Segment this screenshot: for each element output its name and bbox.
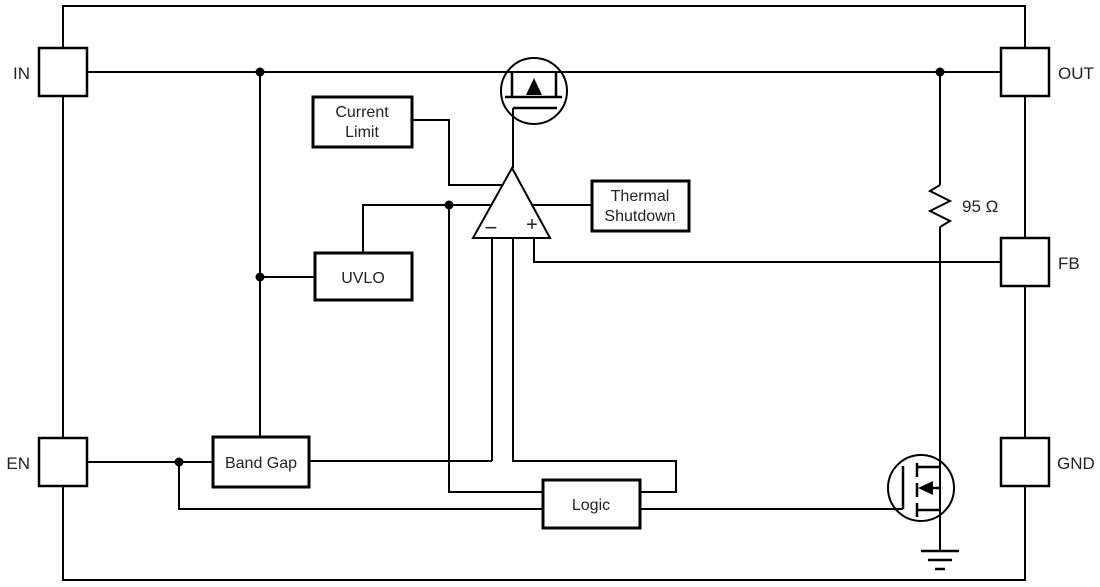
- wire-logic-to-amp: [512, 238, 677, 493]
- wire-uvlo-output: [362, 204, 491, 253]
- wire-fb-sense: [533, 238, 1020, 263]
- resistor-icon: [927, 184, 953, 228]
- pin-out-label: OUT: [1058, 64, 1094, 83]
- amp-plus-label: +: [526, 214, 538, 236]
- pin-in: IN: [13, 46, 89, 98]
- pin-fb: FB: [999, 236, 1080, 288]
- pin-en: EN: [6, 436, 89, 488]
- logic-label: Logic: [572, 497, 610, 514]
- pin-fb-label: FB: [1058, 254, 1080, 273]
- current-limit-label-line1: Current: [335, 104, 389, 121]
- chip-boundary: [62, 5, 1026, 581]
- ground-symbol-icon: [921, 549, 959, 571]
- junction-dot: [444, 200, 454, 210]
- pin-out: OUT: [999, 46, 1094, 98]
- block-thermal-shutdown: Thermal Shutdown: [590, 179, 691, 233]
- error-amplifier: − +: [471, 165, 552, 240]
- junction-dot: [935, 67, 945, 77]
- nmos-transistor-icon: [887, 454, 955, 522]
- wire-uvlo-to-logic: [448, 205, 543, 493]
- pin-gnd: GND: [999, 436, 1095, 488]
- current-limit-label-line2: Limit: [345, 124, 379, 141]
- resistor-value-label: 95 Ω: [962, 197, 998, 216]
- block-band-gap: Band Gap: [211, 435, 311, 489]
- junction-dots: [174, 67, 945, 467]
- junction-dot: [255, 272, 265, 282]
- pin-en-label: EN: [6, 454, 30, 473]
- pin-in-label: IN: [13, 64, 30, 83]
- thermal-shutdown-label-line2: Shutdown: [604, 208, 675, 225]
- amp-minus-label: −: [485, 215, 498, 240]
- block-uvlo: UVLO: [313, 251, 414, 302]
- wire-en-to-logic: [178, 462, 543, 510]
- pmos-pass-transistor-icon: [500, 57, 568, 125]
- block-logic: Logic: [541, 478, 642, 530]
- pin-gnd-label: GND: [1057, 454, 1095, 473]
- junction-dot: [255, 67, 265, 77]
- wire-current-limit: [412, 119, 503, 186]
- uvlo-label: UVLO: [341, 270, 385, 287]
- thermal-shutdown-label-line1: Thermal: [611, 188, 670, 205]
- block-current-limit: Current Limit: [311, 95, 414, 149]
- band-gap-label: Band Gap: [225, 455, 297, 472]
- junction-dot: [174, 457, 184, 467]
